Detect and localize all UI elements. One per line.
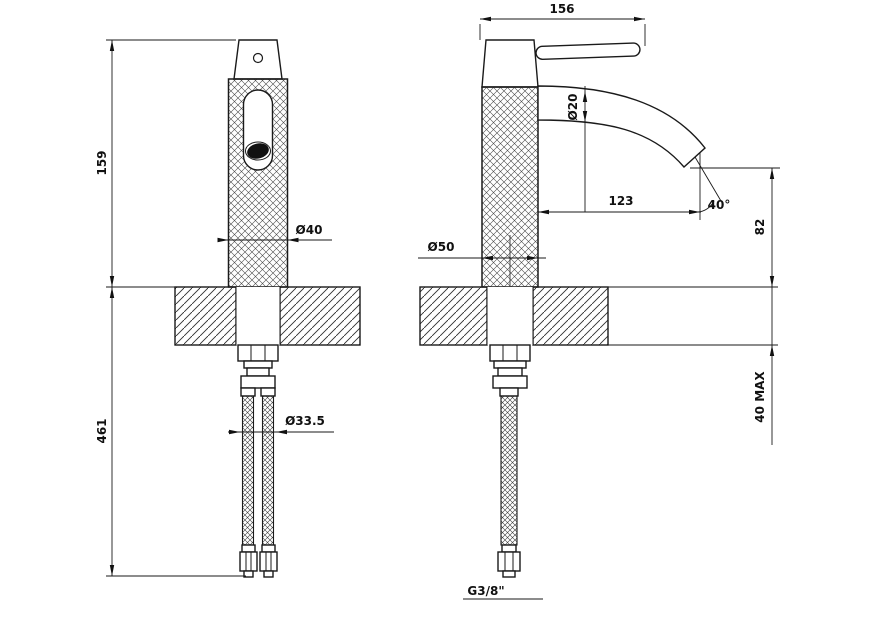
dim-461-label: 461: [95, 418, 109, 443]
dim-spout-reach-label: 123: [608, 194, 633, 208]
side-lever-handle: [535, 42, 641, 60]
dim-159: 159: [95, 39, 236, 288]
front-handle-cap: [233, 39, 283, 80]
dim-spout-reach: 123: [538, 152, 701, 220]
dim-hole-diameter-label: Ø33.5: [285, 414, 325, 428]
side-shank-and-fittings: [486, 287, 534, 389]
side-view: [419, 39, 778, 578]
side-handle-cap: [481, 39, 539, 88]
front-flex-hoses: [239, 387, 278, 578]
aerator-face: [247, 143, 269, 159]
dim-overall-depth-label: 156: [549, 2, 574, 16]
dim-461: 461: [95, 287, 246, 577]
aerator-icon: [245, 141, 271, 161]
dim-spout-angle: 40°: [694, 156, 731, 213]
dim-outlet-height: 82: [690, 167, 780, 287]
dim-outlet-height-label: 82: [753, 219, 767, 236]
dim-overall-depth: 156: [479, 2, 646, 46]
dim-base-diameter: Ø50: [418, 240, 546, 261]
dim-connection-thread: G3/8": [463, 584, 543, 600]
hose-end-fitting: [239, 544, 258, 578]
dim-body-diameter: Ø40: [217, 223, 332, 243]
dim-spout-diameter-label: Ø20: [566, 94, 580, 121]
dim-body-diameter-label: Ø40: [296, 223, 323, 237]
hose-end-fitting: [259, 544, 278, 578]
front-shank-and-fittings: [235, 287, 281, 389]
dim-hole-diameter: Ø33.5: [228, 414, 334, 435]
dim-deck-thickness-label: 40 MAX: [753, 371, 767, 423]
dim-159-label: 159: [95, 150, 109, 175]
handle-screw-icon: [252, 52, 264, 64]
dim-spout-diameter: Ø20: [566, 86, 588, 212]
dim-connection-thread-label: G3/8": [467, 584, 504, 598]
side-flex-hose: [497, 387, 521, 578]
side-spout: [537, 85, 706, 168]
side-deck-section: [419, 286, 778, 346]
front-spout-outlet: [242, 89, 274, 171]
hose-end-fitting: [497, 544, 521, 578]
dimensions: 159 461 Ø40 Ø33.5: [95, 2, 780, 600]
dim-base-diameter-label: Ø50: [428, 240, 455, 254]
front-view: [174, 39, 361, 578]
dim-spout-angle-label: 40°: [708, 198, 731, 212]
dim-deck-thickness: 40 MAX: [753, 287, 775, 445]
